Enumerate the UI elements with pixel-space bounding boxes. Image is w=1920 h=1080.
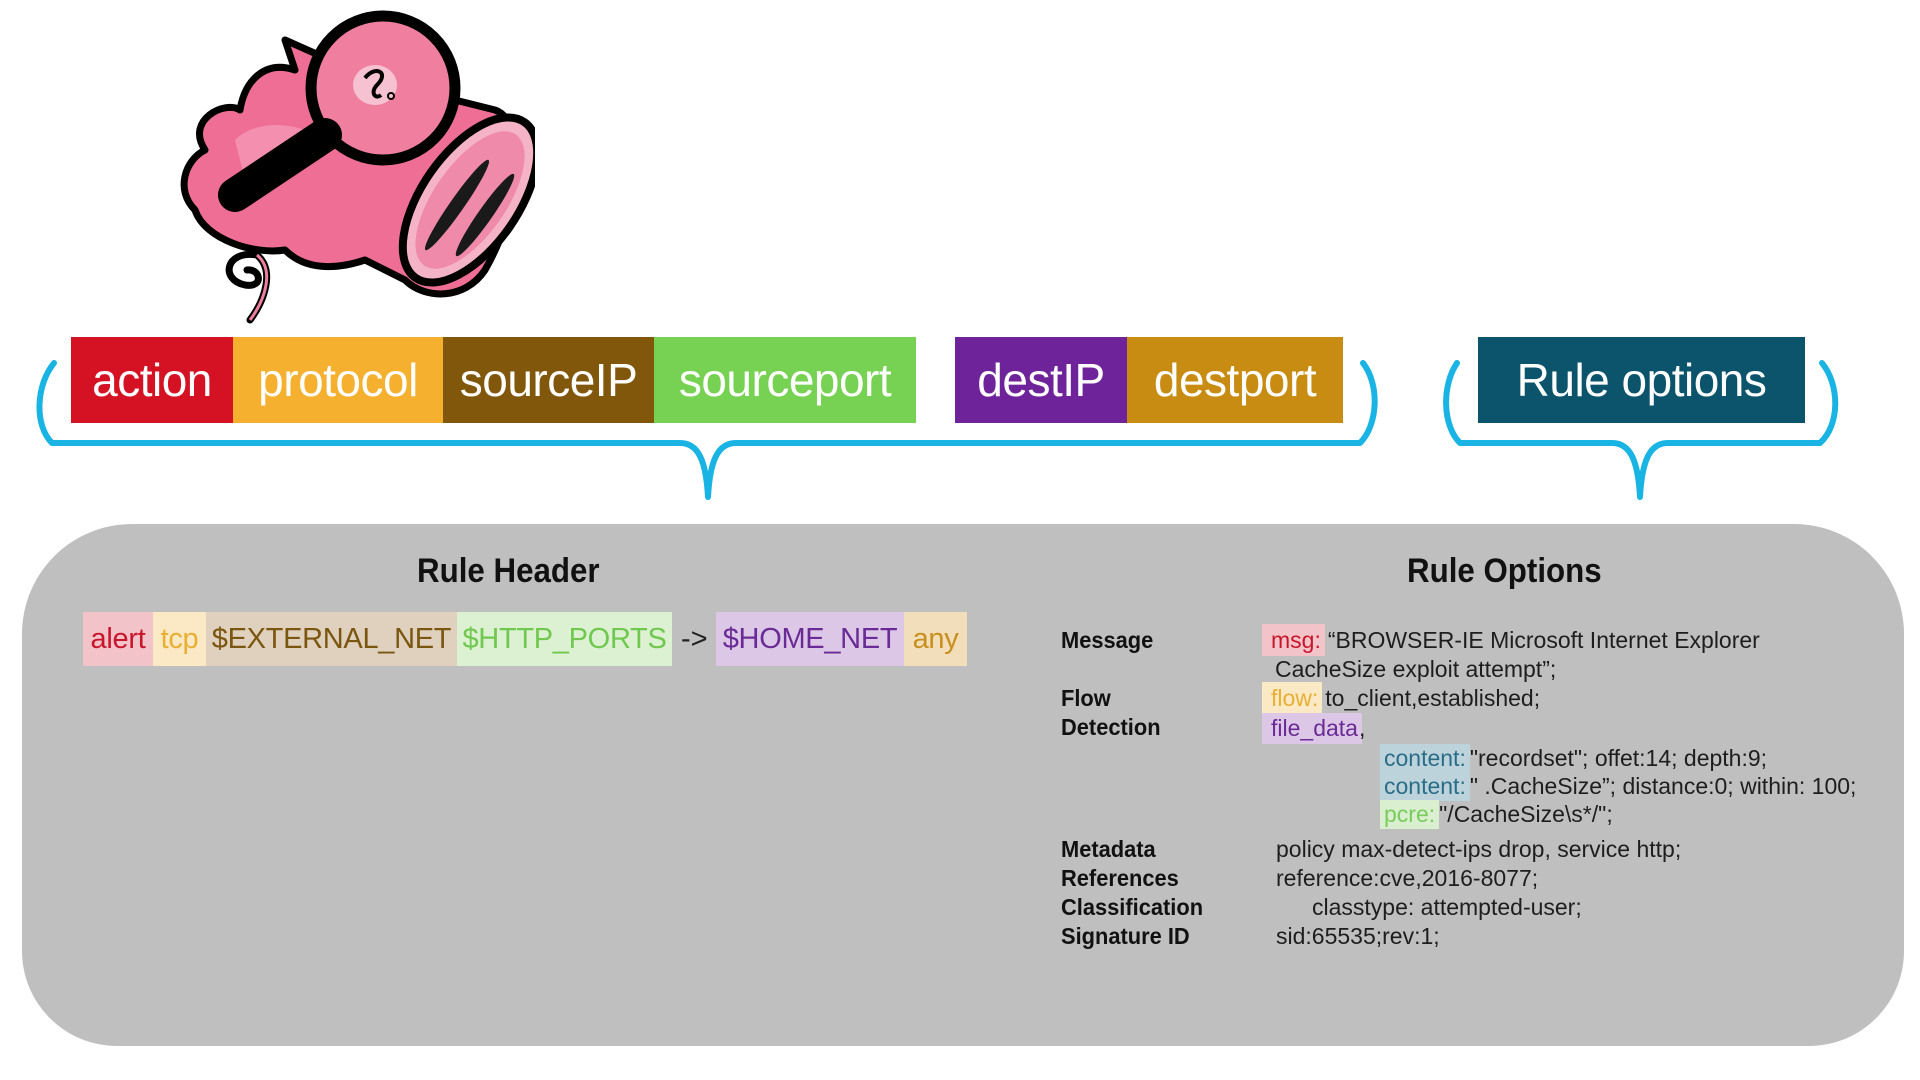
- label-message: Message: [1061, 627, 1154, 653]
- detection-content-2: content:" .CacheSize”; distance:0; withi…: [1380, 772, 1856, 801]
- value-references: reference:cve,2016-8077;: [1276, 865, 1539, 891]
- field-sourceport: sourceport: [654, 337, 916, 423]
- pig-tail: [225, 250, 271, 324]
- keyword-file-data: file_data: [1262, 713, 1362, 744]
- keyword-content: content:: [1380, 772, 1470, 801]
- label-signature-id: Signature ID: [1061, 923, 1190, 949]
- token-protocol: tcp: [153, 612, 206, 666]
- detection-content-1: content:"recordset"; offet:14; depth:9;: [1380, 744, 1767, 773]
- keyword-pcre: pcre:: [1380, 800, 1440, 829]
- value-metadata: policy max-detect-ips drop, service http…: [1276, 836, 1682, 862]
- value-signature-id: sid:65535;rev:1;: [1276, 923, 1440, 949]
- field-label: Rule options: [1516, 354, 1767, 406]
- field-protocol: protocol: [233, 337, 443, 423]
- field-label: sourceport: [678, 354, 892, 406]
- field-label: destport: [1153, 354, 1317, 406]
- label-detection: Detection: [1061, 714, 1161, 740]
- snort-pig-logo-icon: [180, 10, 535, 324]
- keyword-msg: msg:: [1262, 624, 1325, 656]
- rule-panel: [22, 524, 1904, 1046]
- token-dest-port: any: [904, 612, 967, 666]
- value-flow: flow:to_client,established;: [1262, 682, 1540, 714]
- detection-pcre: pcre:"/CacheSize\s*/";: [1380, 800, 1613, 829]
- token-dest-ip: $HOME_NET: [716, 612, 904, 666]
- message-text-line1: “BROWSER-IE Microsoft Internet Explorer: [1327, 627, 1760, 653]
- keyword-flow: flow:: [1262, 682, 1323, 714]
- field-label: protocol: [258, 354, 418, 406]
- value-classification: classtype: attempted-user;: [1312, 894, 1582, 920]
- field-label: destIP: [977, 354, 1105, 406]
- field-label: sourceIP: [459, 354, 638, 406]
- field-label: action: [92, 354, 212, 406]
- rule-header-title: Rule Header: [417, 552, 600, 590]
- field-action: action: [71, 337, 233, 423]
- label-classification: Classification: [1061, 894, 1204, 920]
- value-message-line2: CacheSize exploit attempt”;: [1275, 656, 1557, 682]
- token-direction-arrow: ->: [681, 623, 708, 655]
- token-action: alert: [83, 612, 153, 666]
- field-destip: destIP: [955, 337, 1127, 423]
- token-source-port: $HTTP_PORTS: [457, 612, 672, 666]
- label-flow: Flow: [1061, 685, 1111, 711]
- label-references: References: [1061, 865, 1179, 891]
- value-detection: file_data,: [1262, 713, 1365, 744]
- rule-options-title: Rule Options: [1407, 552, 1602, 590]
- field-rule-options: Rule options: [1478, 337, 1805, 423]
- keyword-content: content:: [1380, 744, 1470, 773]
- flow-value: to_client,established;: [1325, 685, 1541, 711]
- field-destport: destport: [1127, 337, 1343, 423]
- field-sourceip: sourceIP: [443, 337, 654, 423]
- label-metadata: Metadata: [1061, 836, 1156, 862]
- token-source-ip: $EXTERNAL_NET: [206, 612, 457, 666]
- value-message: msg:“BROWSER-IE Microsoft Internet Explo…: [1262, 624, 1760, 656]
- magnifier-handle: [218, 118, 342, 212]
